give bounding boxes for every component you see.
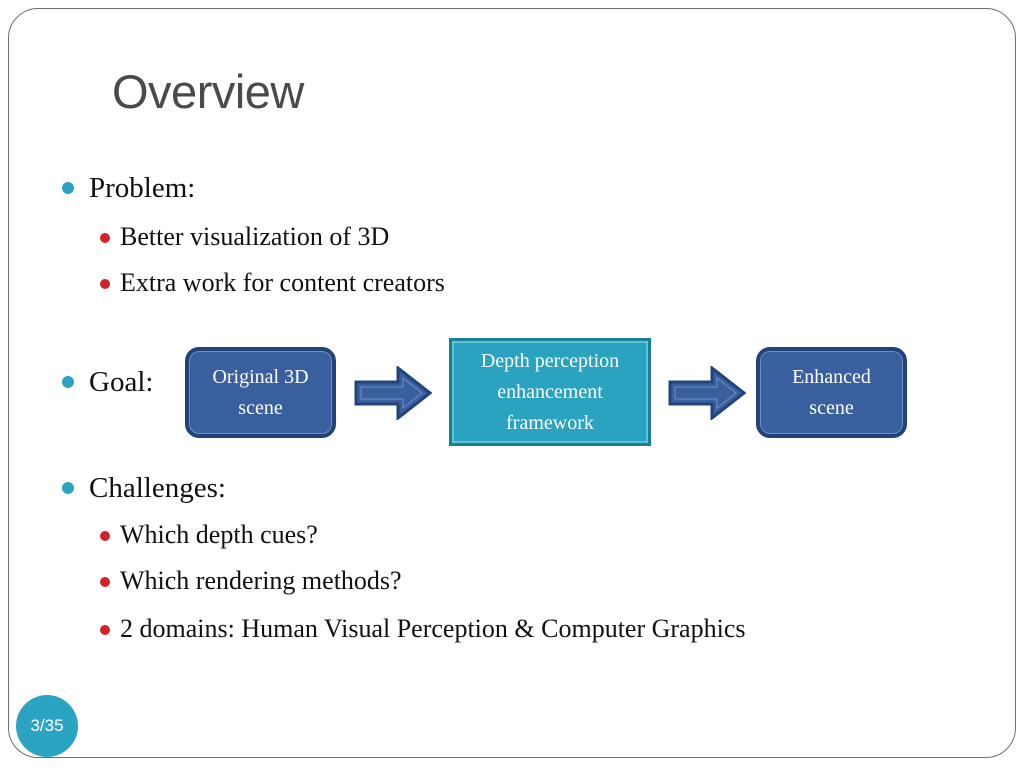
flow-box-original-line-1: Original 3D	[212, 365, 309, 388]
flow-arrow-icon	[668, 366, 746, 420]
flow-box-enhanced-line-1: Enhanced	[792, 365, 871, 388]
bullet-red-dot-icon	[100, 233, 110, 243]
bullet-red-dot-icon	[100, 625, 110, 635]
goal-label: Goal:	[89, 366, 154, 398]
bullet-red-dot-icon	[100, 531, 110, 541]
page-number-badge: 3/35	[16, 695, 78, 757]
challenges-item-2: Which rendering methods?	[120, 566, 402, 595]
slide-title: Overview	[112, 65, 304, 118]
challenges-label: Challenges:	[89, 472, 226, 504]
flow-box-enhanced-scene: Enhanced scene	[756, 347, 907, 438]
problem-item-1: Better visualization of 3D	[120, 222, 390, 251]
flow-box-framework-line-2: enhancement	[497, 380, 603, 403]
flow-box-depth-framework: Depth perception enhancement framework	[449, 338, 651, 446]
flow-box-original-line-2: scene	[238, 396, 283, 419]
bullet-red-dot-icon	[100, 577, 110, 587]
flow-arrow-icon	[354, 366, 432, 420]
bullet-teal-dot-icon	[62, 182, 74, 194]
flow-box-original-scene: Original 3D scene	[185, 347, 336, 438]
bullet-red-dot-icon	[100, 279, 110, 289]
problem-label: Problem:	[89, 172, 196, 204]
flow-box-enhanced-line-2: scene	[809, 396, 854, 419]
challenges-item-1: Which depth cues?	[120, 520, 318, 549]
challenges-item-3: 2 domains: Human Visual Perception & Com…	[120, 614, 746, 643]
bullet-teal-dot-icon	[62, 376, 74, 388]
flow-box-framework-line-1: Depth perception	[480, 349, 620, 372]
bullet-teal-dot-icon	[62, 482, 74, 494]
problem-item-2: Extra work for content creators	[120, 268, 445, 297]
flow-box-framework-line-3: framework	[506, 411, 594, 434]
